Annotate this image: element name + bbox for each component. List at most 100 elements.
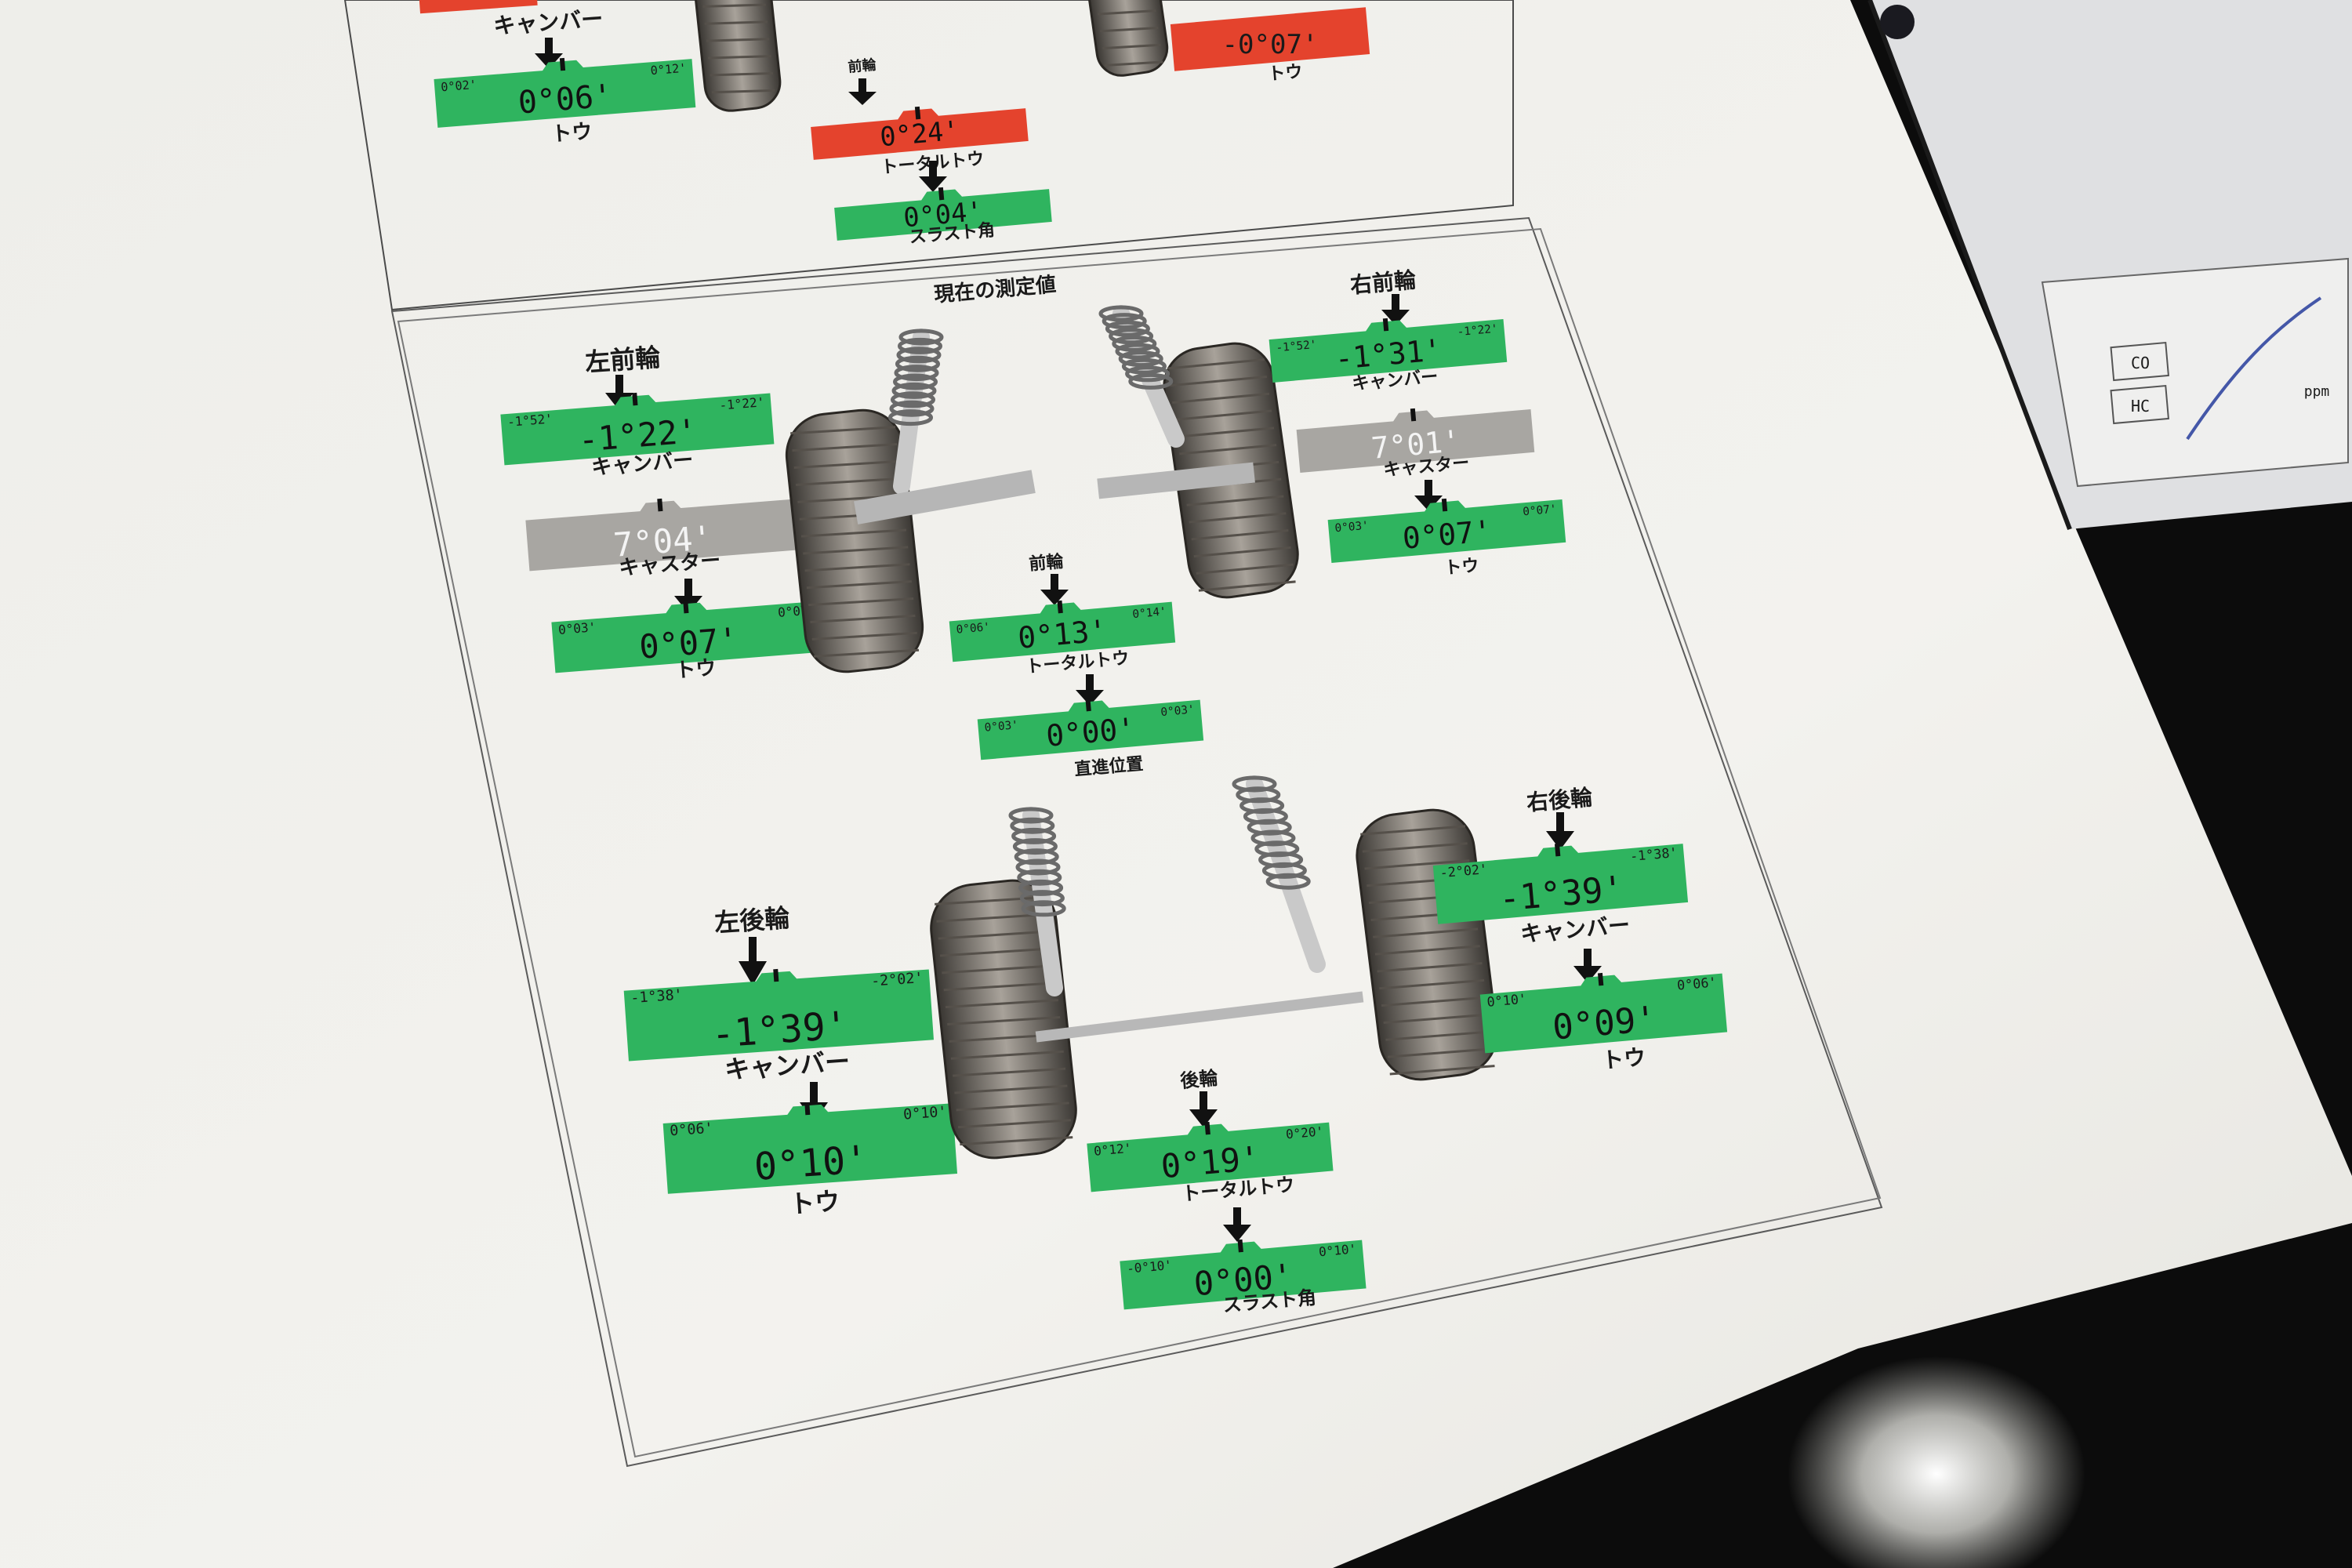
side-table-row-hc: HC [2131, 397, 2150, 416]
rear-left-camber-gauge-max: -2°02' [870, 970, 924, 990]
rear-right-strut [1232, 775, 1326, 973]
front-left-caster-gauge-value: 7°04' [612, 518, 714, 564]
rear-thrust-gauge-max: 0°10' [1318, 1241, 1357, 1259]
front-left-arm [854, 470, 1036, 524]
side-table-handwriting [2186, 296, 2322, 441]
front-right-caster-gauge-bar [1296, 409, 1535, 473]
rear-right-toe-gauge: 0°10' 0°06' 0°09' [1479, 972, 1728, 1054]
rear-thrust-gauge-bar [1120, 1240, 1367, 1310]
front-left-caster-gauge: 7°04' [525, 498, 800, 572]
upper-right-tire [1081, 0, 1169, 77]
front-total-toe-gauge-bar [949, 601, 1176, 662]
front-right-toe-gauge-max: 0°07' [1523, 503, 1558, 519]
down-arrow-icon [848, 78, 877, 105]
rear-total-toe-gauge-min: 0°12' [1093, 1141, 1132, 1159]
front-right-caster-gauge-value: 7°01' [1370, 423, 1461, 466]
front-left-toe-label: トウ [674, 656, 717, 683]
side-table-cell [2110, 384, 2169, 425]
rear-total-toe-gauge: 0°12' 0°20' 0°19' [1087, 1121, 1334, 1192]
side-table-frame [2041, 257, 2349, 488]
rear-right-toe-gauge-max: 0°06' [1676, 974, 1717, 993]
front-right-toe-gauge-bar [1327, 499, 1566, 563]
front-steer-gauge-min: 0°03' [984, 719, 1019, 735]
front-left-camber-gauge-min: -1°52' [506, 411, 553, 429]
rear-right-toe-gauge-min: 0°10' [1486, 991, 1527, 1010]
down-arrow-icon [1040, 574, 1069, 605]
front-total-toe-gauge-min: 0°06' [956, 621, 991, 637]
upper-left-tire [692, 0, 782, 112]
rear-left-toe-gauge-bar [662, 1103, 958, 1194]
front-left-tire [785, 408, 924, 673]
front-steer-gauge-value: 0°00' [1045, 711, 1137, 753]
rear-left-toe-gauge-value: 0°10' [753, 1138, 869, 1189]
upper-toe-label: トウ [550, 120, 593, 147]
rear-right-camber-gauge-bar [1432, 844, 1689, 924]
front-right-camber-gauge-bar [1269, 319, 1508, 383]
rear-left-toe-gauge-max: 0°10' [903, 1104, 948, 1123]
upper-thrust-gauge: 0°04' [834, 187, 1052, 241]
rear-left-title: 左後輪 [713, 903, 790, 938]
upper-thrust-gauge-value: 0°04' [902, 196, 984, 234]
front-left-camber-gauge-max: -1°22' [719, 394, 765, 412]
front-left-title: 左前輪 [584, 343, 661, 378]
front-left-toe-gauge-bar [551, 601, 826, 673]
upper-right-bar [1170, 7, 1370, 71]
side-table-cell [2110, 341, 2169, 382]
front-right-camber-gauge-min: -1°52' [1276, 339, 1317, 354]
front-right-toe-gauge-value: 0°07' [1401, 514, 1493, 556]
rear-left-strut [1008, 807, 1066, 996]
front-left-camber-gauge: -1°52' -1°22' -1°22' [500, 392, 775, 466]
side-table-row-co: CO [2131, 354, 2150, 372]
front-left-camber-gauge-value: -1°22' [577, 412, 699, 459]
rear-left-toe-label: トウ [789, 1186, 841, 1219]
front-right-caster-gauge: 7°01' [1296, 408, 1535, 473]
rear-left-toe-gauge-min: 0°06' [670, 1120, 714, 1140]
front-right-title: 右前輪 [1349, 267, 1418, 298]
down-arrow-icon [1223, 1207, 1251, 1242]
down-arrow-icon [1414, 480, 1443, 511]
rear-total-toe-gauge-bar [1087, 1122, 1334, 1192]
upper-total-toe-gauge-value: 0°24' [879, 115, 960, 153]
rear-total-tag: 後輪 [1179, 1067, 1219, 1092]
rear-left-tire [930, 879, 1077, 1160]
front-right-toe-label: トウ [1443, 556, 1479, 579]
down-arrow-icon [1076, 674, 1104, 706]
front-total-toe-gauge-value: 0°13' [1017, 613, 1109, 655]
light-glare [1788, 1356, 2085, 1568]
front-right-tire [1163, 342, 1299, 599]
rear-thrust-gauge-value: 0°00' [1192, 1257, 1294, 1304]
rear-left-camber-gauge-bar [623, 969, 935, 1062]
front-left-toe-gauge: 0°03'0°07'0°07' [551, 600, 826, 673]
rear-axle-link [1035, 991, 1364, 1043]
front-steer-gauge-bar [977, 699, 1204, 760]
down-arrow-icon [1546, 812, 1574, 850]
front-left-toe-gauge-min: 0°03' [557, 619, 597, 637]
rear-total-toe-gauge-max: 0°20' [1285, 1123, 1324, 1142]
rear-right-toe-gauge-bar [1479, 973, 1728, 1054]
upper-toe-gauge-value: 0°06' [517, 78, 613, 121]
rear-left-toe-gauge: 0°06' 0°10' 0°10' [662, 1102, 958, 1194]
rear-total-toe-gauge-value: 0°19' [1160, 1139, 1261, 1186]
upper-total-toe-gauge: 0°24' [811, 106, 1029, 160]
upper-toe-gauge-max: 0°12' [650, 61, 687, 78]
rear-right-toe-gauge-value: 0°09' [1551, 999, 1658, 1047]
rear-left-camber-gauge-value: -1°39' [710, 1004, 850, 1057]
front-right-camber-gauge: -1°52'-1°22'-1°31' [1269, 318, 1508, 383]
front-right-toe-gauge: 0°03'0°07'0°07' [1327, 498, 1566, 563]
upper-thrust-gauge-bar [834, 189, 1052, 241]
rear-right-camber-gauge: -2°02'-1°38'-1°39' [1432, 843, 1689, 924]
upper-toe-gauge-bar [434, 59, 696, 128]
upper-right-label: トウ [1267, 62, 1303, 85]
front-total-toe-gauge: 0°06' 0°14' 0°13' [949, 600, 1176, 662]
front-right-arm [1097, 462, 1255, 499]
rear-right-toe-label: トウ [1601, 1044, 1647, 1074]
rear-thrust-gauge-min: -0°10' [1126, 1258, 1172, 1276]
down-arrow-icon [535, 38, 563, 69]
down-arrow-icon [919, 161, 947, 192]
rear-thrust-gauge: -0°10' 0°10' 0°00' [1120, 1239, 1367, 1310]
front-total-toe-gauge-max: 0°14' [1132, 605, 1167, 621]
front-left-caster-gauge-bar [525, 499, 800, 572]
rear-right-title: 右後輪 [1526, 784, 1595, 815]
